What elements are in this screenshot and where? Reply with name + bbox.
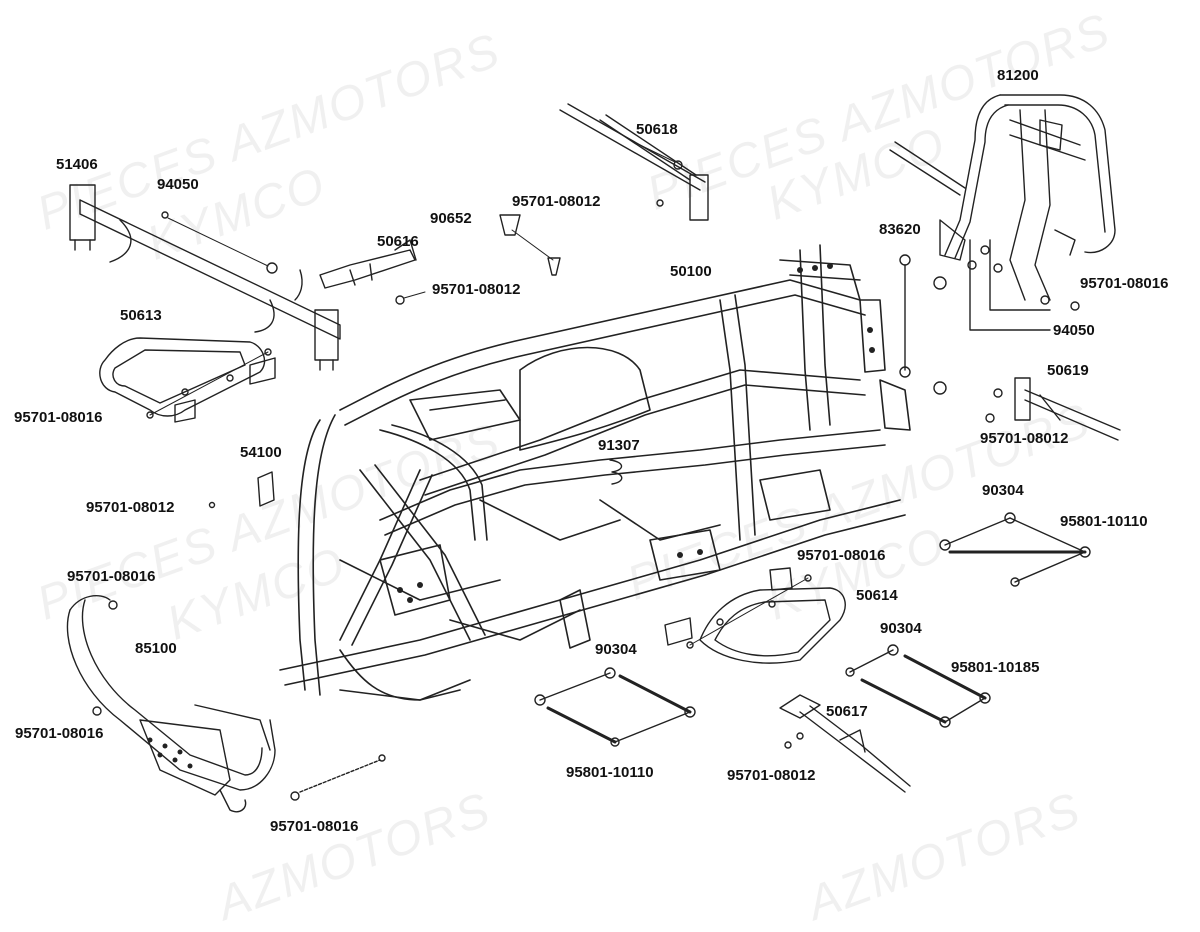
part-label: 95701-08016 bbox=[797, 547, 886, 564]
part-83620-dampers bbox=[899, 254, 947, 395]
part-label: 50619 bbox=[1047, 362, 1089, 379]
parts-diagram: PIECES AZMOTORS KYMCO PIECES AZMOTORS KY… bbox=[14, 3, 1169, 931]
part-label: 50613 bbox=[120, 307, 162, 324]
part-label: 90304 bbox=[595, 641, 637, 658]
frame-line-art bbox=[66, 94, 1121, 813]
part-81200-drawing bbox=[889, 94, 1116, 301]
part-label: 90652 bbox=[430, 210, 472, 227]
part-label: 95701-08016 bbox=[270, 818, 359, 835]
part-50616-drawing bbox=[319, 239, 417, 289]
part-50614-drawing bbox=[664, 567, 846, 664]
part-85100-drawing bbox=[66, 594, 276, 813]
part-50617-drawing bbox=[779, 694, 911, 793]
part-label: 81200 bbox=[997, 67, 1039, 84]
part-label: 85100 bbox=[135, 640, 177, 657]
part-label: 94050 bbox=[157, 176, 199, 193]
part-label: 95701-08012 bbox=[512, 193, 601, 210]
part-label: 90304 bbox=[982, 482, 1024, 499]
part-50100-frame bbox=[279, 244, 911, 701]
part-94050-nut bbox=[266, 262, 278, 274]
part-label: 95701-08016 bbox=[1080, 275, 1169, 292]
bolt-set-right-lower bbox=[845, 644, 991, 728]
part-label: 95701-08012 bbox=[727, 767, 816, 784]
part-label: 95701-08016 bbox=[67, 568, 156, 585]
part-label: 50618 bbox=[636, 121, 678, 138]
part-54100-plate bbox=[257, 471, 275, 507]
part-label: 95701-08012 bbox=[432, 281, 521, 298]
bolt-95701-08016-bottom bbox=[290, 754, 386, 801]
part-label: 95801-10110 bbox=[566, 764, 654, 781]
part-label: 95701-08012 bbox=[86, 499, 175, 516]
part-label: 83620 bbox=[879, 221, 921, 238]
part-label: 50617 bbox=[826, 703, 868, 720]
bolt-set-middle-lower bbox=[534, 667, 696, 747]
part-label: 94050 bbox=[1053, 322, 1095, 339]
part-label: 90304 bbox=[880, 620, 922, 637]
part-94050-nut bbox=[161, 211, 169, 219]
part-label: 95801-10185 bbox=[951, 659, 1040, 676]
part-label: 91307 bbox=[598, 437, 640, 454]
part-50619-drawing bbox=[1014, 377, 1121, 441]
part-label: 95801-10110 bbox=[1060, 513, 1148, 530]
part-label: 50616 bbox=[377, 233, 419, 250]
part-91307-spring bbox=[609, 459, 623, 485]
part-label: 54100 bbox=[240, 444, 282, 461]
part-51406-drawing bbox=[69, 184, 341, 371]
part-label: 50614 bbox=[856, 587, 898, 604]
part-50613-drawing bbox=[99, 337, 276, 423]
part-94050-nuts bbox=[967, 239, 1080, 331]
part-90652-clip bbox=[499, 214, 561, 276]
part-label: 95701-08016 bbox=[15, 725, 104, 742]
part-label: 51406 bbox=[56, 156, 98, 173]
part-50618-drawing bbox=[559, 103, 709, 221]
part-label: 50100 bbox=[670, 263, 712, 280]
part-label: 95701-08012 bbox=[980, 430, 1069, 447]
bolt-set-right-upper bbox=[939, 512, 1091, 587]
part-label: 95701-08016 bbox=[14, 409, 103, 426]
